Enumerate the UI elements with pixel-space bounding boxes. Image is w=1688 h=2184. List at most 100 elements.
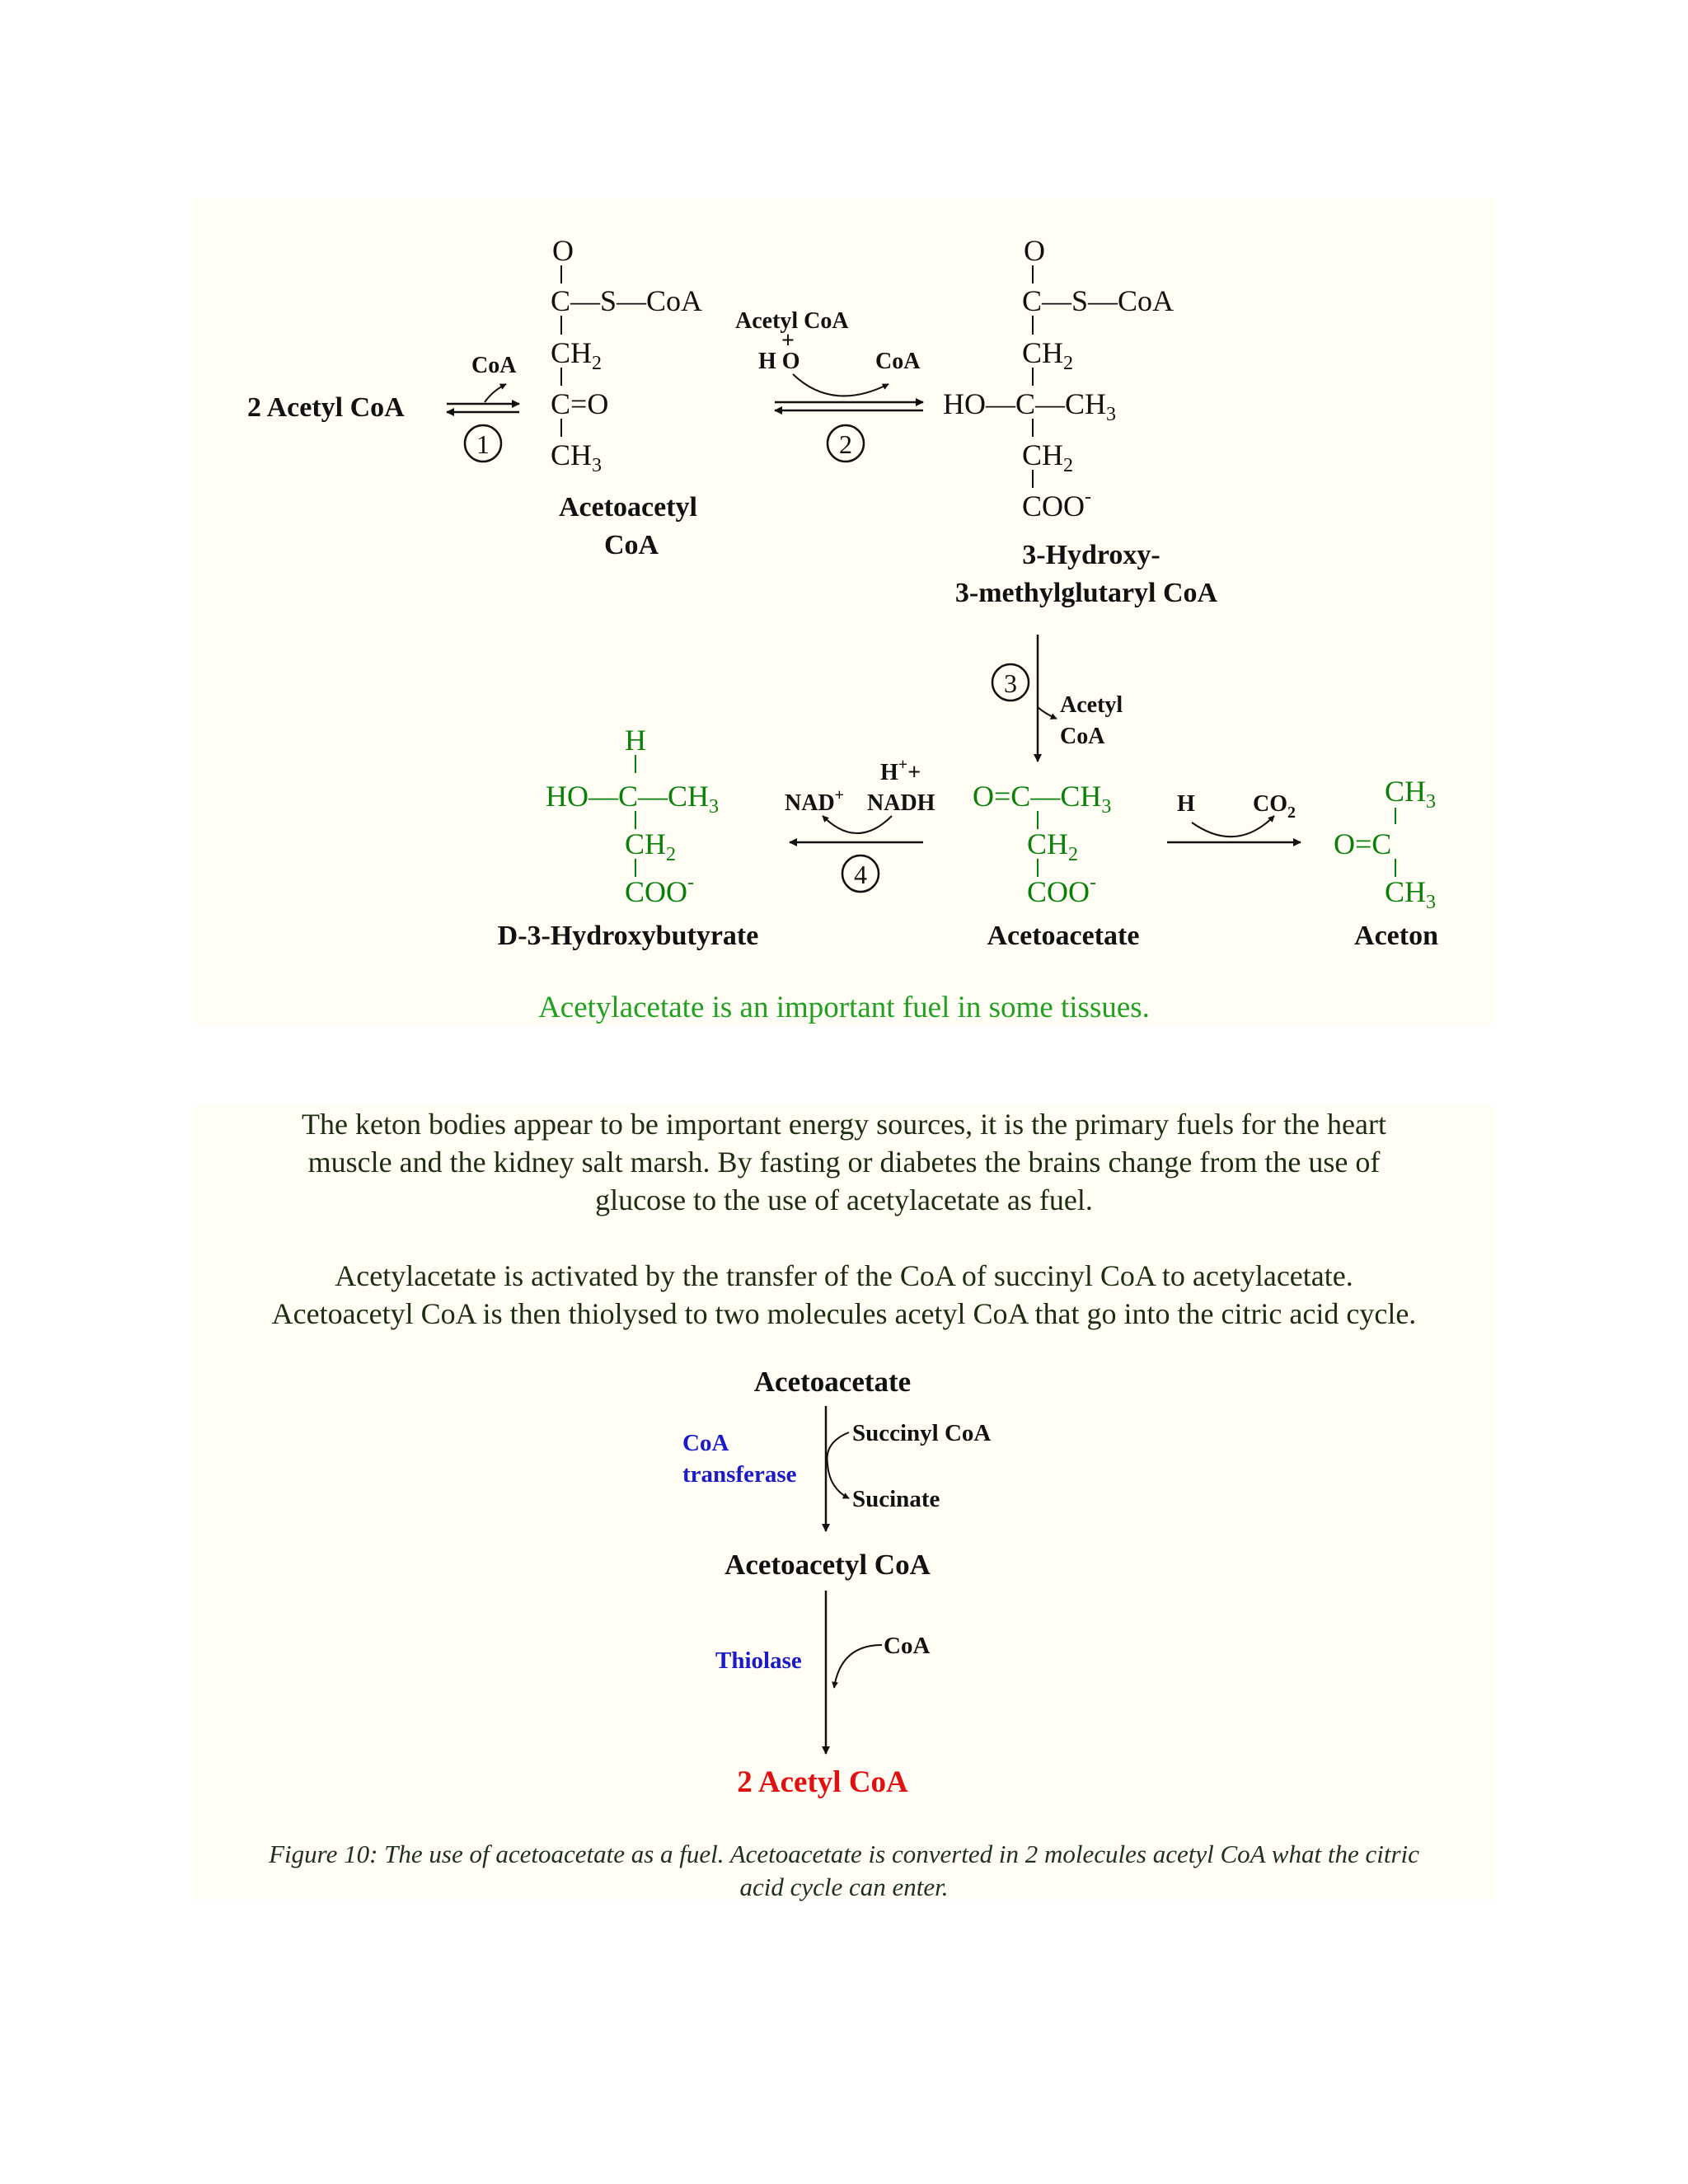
hmg-thioester: C—S—CoA bbox=[1022, 284, 1174, 317]
step4-proton-charge: + bbox=[898, 756, 907, 774]
decarboxylation-h: H bbox=[1177, 791, 1195, 817]
aac-ch2-sub: 2 bbox=[592, 353, 602, 374]
reactant-2-acetyl-coa: 2 Acetyl CoA bbox=[247, 392, 405, 423]
fig10-arrow-thiolase bbox=[822, 1591, 883, 1755]
figure-10-caption: Figure 10: The use of acetoacetate as a … bbox=[195, 1838, 1493, 1904]
hb-ch2: CH bbox=[625, 827, 666, 860]
svg-text:CH3: CH3 bbox=[551, 438, 602, 476]
caption-line2: acid cycle can enter. bbox=[739, 1872, 949, 1901]
hydroxybutyrate-structure: H HO—C—CH3 CH2 COO- D-3-Hydroxybutyrate bbox=[498, 724, 759, 951]
hmg-name-line2: 3-methylglutaryl CoA bbox=[955, 578, 1218, 608]
svg-text:COO-: COO- bbox=[625, 872, 694, 908]
acetoacetyl-coa-structure: O C—S—CoA CH2 C=O CH3 Acetoacetyl CoA bbox=[551, 234, 702, 560]
fig10-arrow-transferase bbox=[822, 1406, 850, 1532]
svg-text:COO-: COO- bbox=[1027, 872, 1096, 908]
acetoacetate-structure: O=C—CH3 CH2 COO- Acetoacetate bbox=[973, 780, 1139, 951]
step2-acetyl-coa-in: Acetyl CoA bbox=[735, 308, 849, 334]
aac-ch2: CH bbox=[551, 336, 592, 369]
pathway-panel bbox=[195, 198, 1493, 1026]
paragraph1-line2: muscle and the kidney salt marsh. By fas… bbox=[307, 1146, 1381, 1179]
hmg-oxygen: O bbox=[1024, 234, 1045, 267]
svg-text:CH3: CH3 bbox=[1385, 775, 1436, 813]
aa-ch2-sub: 2 bbox=[1068, 844, 1078, 865]
aac-name-line2: CoA bbox=[604, 530, 659, 560]
step-3-badge: 3 bbox=[991, 663, 1030, 702]
aa-carboxylate: COO bbox=[1027, 875, 1090, 908]
co2-sub: 2 bbox=[1287, 804, 1296, 822]
fig10-enzyme-coa-transferase-line2: transferase bbox=[682, 1461, 797, 1488]
text-panel bbox=[195, 1104, 1493, 1900]
step-1-badge: 1 bbox=[463, 424, 503, 463]
hmg-ch2-bottom: CH bbox=[1022, 438, 1063, 471]
hb-hydrogen: H bbox=[625, 724, 646, 757]
hmg-ch2-top-sub: 2 bbox=[1063, 353, 1073, 374]
hb-coo-charge: - bbox=[687, 872, 694, 893]
svg-text:CH3: CH3 bbox=[1385, 875, 1436, 913]
fig10-sucinate: Sucinate bbox=[852, 1486, 940, 1512]
fig10-acetoacetate: Acetoacetate bbox=[754, 1366, 911, 1398]
step3-acetyl-out-line1: Acetyl bbox=[1060, 692, 1123, 718]
step4-nad-charge: + bbox=[835, 786, 844, 804]
step-2-badge: 2 bbox=[826, 424, 865, 463]
arrow-step3 bbox=[1034, 635, 1057, 762]
acetone-carbonyl: O=C bbox=[1334, 827, 1391, 860]
hmg-ch2-bottom-sub: 2 bbox=[1063, 455, 1073, 476]
aac-carbonyl: C=O bbox=[551, 387, 608, 420]
svg-text:COO-: COO- bbox=[1022, 486, 1091, 523]
hmg-coa-structure: O C—S—CoA CH2 HO—C—CH3 CH2 COO- 3-Hydrox… bbox=[943, 234, 1218, 608]
step2-water: H O bbox=[758, 349, 800, 374]
hb-ch2-sub: 2 bbox=[666, 844, 676, 865]
aa-coo-charge: - bbox=[1090, 872, 1096, 893]
step4-nadh: NADH bbox=[867, 790, 935, 816]
caption-line1: Figure 10: The use of acetoacetate as a … bbox=[269, 1840, 1419, 1868]
aa-ch3-sub: 3 bbox=[1101, 796, 1111, 818]
paragraph2-line2: Acetoacetyl CoA is then thiolysed to two… bbox=[271, 1297, 1417, 1330]
fig10-coa: CoA bbox=[884, 1633, 930, 1659]
hmg-ch2-top: CH bbox=[1022, 336, 1063, 369]
acetone-structure: CH3 O=C CH3 Aceton bbox=[1334, 775, 1438, 951]
fig10-enzyme-coa-transferase-line1: CoA bbox=[682, 1430, 729, 1456]
paragraph1-line1: The keton bodies appear to be important … bbox=[302, 1108, 1386, 1141]
paragraph-ketone-bodies: The keton bodies appear to be important … bbox=[195, 1105, 1493, 1219]
svg-text:CO2: CO2 bbox=[1253, 791, 1296, 822]
hmg-carboxylate: COO bbox=[1022, 490, 1085, 523]
step-3-number: 3 bbox=[1004, 668, 1017, 698]
svg-text:CH2: CH2 bbox=[1027, 827, 1078, 865]
aa-ch2: CH bbox=[1027, 827, 1068, 860]
acetone-ch3-top: CH bbox=[1385, 775, 1426, 808]
paragraph1-line3: glucose to the use of acetylacetate as f… bbox=[595, 1183, 1093, 1216]
decarboxylation-co2: CO bbox=[1253, 791, 1287, 817]
step-4-badge: 4 bbox=[841, 854, 880, 893]
pathway-footnote: Acetylacetate is an important fuel in so… bbox=[538, 991, 1150, 1024]
svg-text:CH2: CH2 bbox=[1022, 336, 1073, 374]
aa-name: Acetoacetate bbox=[987, 921, 1140, 951]
svg-text:HO—C—CH3: HO—C—CH3 bbox=[943, 387, 1116, 425]
svg-text:NAD+: NAD+ bbox=[785, 786, 844, 816]
fig10-product-2-acetyl-coa: 2 Acetyl CoA bbox=[737, 1765, 908, 1799]
hb-central-carbon: HO—C—CH bbox=[546, 780, 709, 813]
reversible-arrow-step1 bbox=[446, 383, 520, 416]
hb-name: D-3-Hydroxybutyrate bbox=[498, 921, 759, 951]
fig10-acetoacetyl-coa: Acetoacetyl CoA bbox=[724, 1549, 931, 1581]
acetone-name: Aceton bbox=[1354, 921, 1438, 951]
fig10-enzyme-thiolase: Thiolase bbox=[715, 1647, 802, 1674]
coa-released-step1: CoA bbox=[471, 353, 517, 378]
hmg-ch3-sub: 3 bbox=[1106, 404, 1116, 425]
step4-proton: H bbox=[880, 760, 898, 785]
hmg-coo-charge: - bbox=[1085, 486, 1091, 508]
hb-ch3-sub: 3 bbox=[709, 796, 719, 818]
aac-ch3-sub: 3 bbox=[592, 455, 602, 476]
step2-coa-out: CoA bbox=[875, 349, 921, 374]
hmg-central-carbon: HO—C—CH bbox=[943, 387, 1106, 420]
arrow-step4 bbox=[789, 815, 923, 846]
svg-text:CH2: CH2 bbox=[625, 827, 676, 865]
hmg-name-line1: 3-Hydroxy- bbox=[1022, 540, 1160, 570]
aac-ch3: CH bbox=[551, 438, 592, 471]
step-4-number: 4 bbox=[854, 860, 867, 889]
paragraph-activation: Acetylacetate is activated by the transf… bbox=[195, 1257, 1493, 1333]
hb-carboxylate: COO bbox=[625, 875, 687, 908]
arrow-decarboxylation bbox=[1167, 815, 1301, 846]
aac-thioester: C—S—CoA bbox=[551, 284, 702, 317]
acetone-ch3-top-sub: 3 bbox=[1426, 791, 1436, 813]
